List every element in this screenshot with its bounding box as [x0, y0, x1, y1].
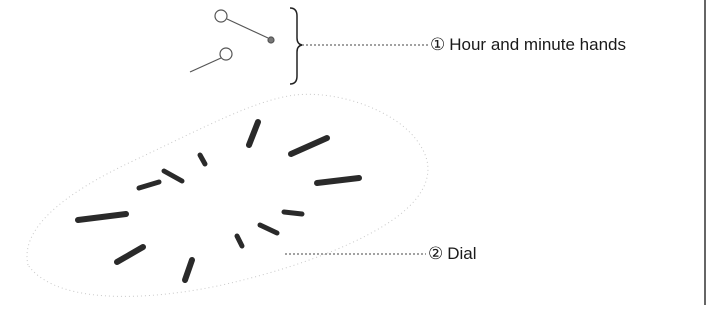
- hour-marker: [161, 168, 185, 184]
- hour-marker: [234, 233, 245, 249]
- hour-hand: [214, 9, 275, 44]
- hour-marker: [114, 244, 146, 265]
- hour-marker: [182, 257, 195, 283]
- hour-marker: [314, 175, 362, 186]
- minute-hand: [189, 47, 233, 73]
- hour-marker: [136, 179, 162, 191]
- hour-marker: [75, 211, 129, 223]
- hands-bracket: [289, 7, 303, 85]
- dial-callout-number: ②: [428, 244, 444, 263]
- hands-callout-number: ①: [430, 35, 446, 54]
- hour-marker: [257, 222, 280, 236]
- hour-marker: [197, 152, 208, 167]
- hour-marker: [281, 209, 305, 217]
- hour-marker: [288, 135, 330, 157]
- dial-outline: [26, 93, 429, 297]
- hour-marker: [246, 119, 261, 148]
- dial-hour-markers: [75, 119, 362, 283]
- dial-callout-text: Dial: [447, 244, 477, 263]
- hands-callout-text: Hour and minute hands: [449, 35, 626, 54]
